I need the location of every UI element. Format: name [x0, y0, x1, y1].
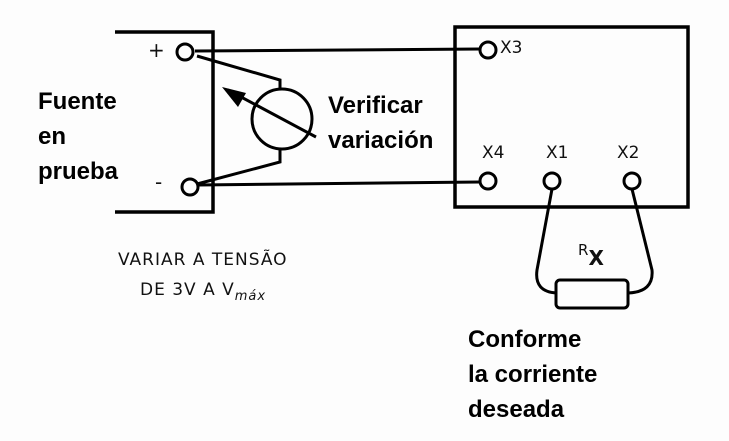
current-label-line: Conforme	[468, 326, 582, 353]
plus-terminal	[175, 42, 195, 62]
minus-terminal	[180, 177, 200, 197]
x1-label: X1	[546, 143, 569, 163]
x3-label: X3	[500, 38, 523, 58]
current-label-line: deseada	[468, 396, 565, 423]
meter-circle	[250, 87, 314, 151]
plus-sign: +	[148, 38, 165, 62]
rx-label: RX	[578, 236, 604, 270]
meter-label-line: variación	[328, 127, 434, 154]
x2-label: X2	[617, 143, 640, 163]
x3-terminal	[478, 40, 498, 60]
current-label: Conforme la corriente deseada	[468, 322, 597, 427]
source-label-line: en	[38, 123, 67, 150]
source-label-line: prueba	[38, 158, 119, 185]
note-line1: VARIAR A TENSÃO	[118, 250, 288, 270]
note-line2-text: DE 3V A V	[140, 280, 235, 300]
meter-label-line: Verificar	[328, 92, 423, 119]
note-line2-sub: máx	[234, 289, 267, 304]
rx-label-main: R	[578, 241, 589, 259]
note-line2: DE 3V A Vmáx	[140, 280, 266, 304]
meter-wire-plus	[196, 54, 282, 90]
meter-label: Verificar variación	[328, 88, 433, 158]
instrument-box	[453, 25, 690, 209]
x4-terminal	[478, 171, 498, 191]
source-label: Fuente en prueba	[38, 84, 118, 189]
rx-wire-right	[627, 188, 654, 295]
minus-sign: -	[155, 170, 163, 194]
arrow-head-icon	[222, 87, 246, 107]
resistor-rx	[554, 278, 630, 310]
x1-terminal	[542, 171, 562, 191]
wire-top	[194, 47, 481, 53]
rx-wire-left	[535, 188, 558, 295]
meter-wire-minus	[196, 149, 282, 186]
x2-terminal	[622, 171, 642, 191]
wire-bottom	[197, 180, 481, 187]
source-label-line: Fuente	[38, 88, 117, 115]
source-box	[115, 30, 215, 214]
x4-label: X4	[482, 143, 505, 163]
rx-label-sub: X	[588, 246, 604, 270]
current-label-line: la corriente	[468, 361, 598, 388]
